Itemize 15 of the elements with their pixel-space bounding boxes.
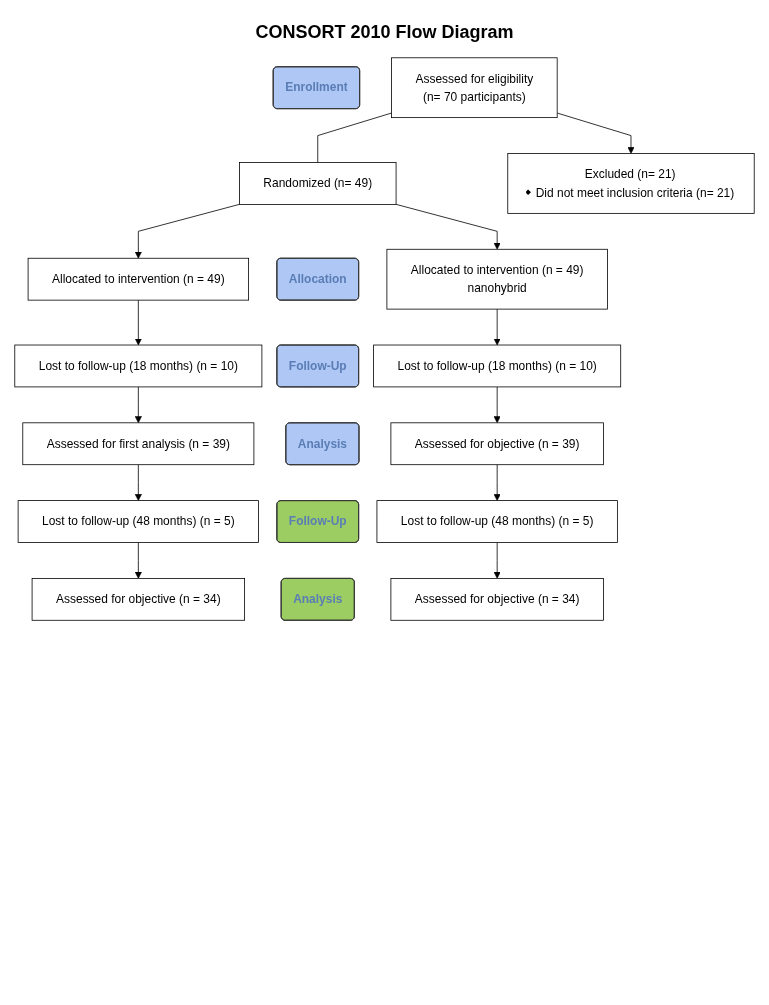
node-box: Assessed for objective (n = 34) [390,578,604,621]
node-box: Assessed for objective (n = 39) [390,422,604,466]
diagram-title: CONSORT 2010 Flow Diagram [255,22,514,43]
node-box: Excluded (n= 21) Did not meet inclusion criteria (n= 21) [507,153,755,214]
node-box: Assessed for objective (n = 34) [31,578,245,621]
node-box: Lost to follow-up (18 months) (n = 10) [14,344,263,388]
node-box: Assessed for eligibility (n= 70 participants) [391,57,558,119]
node-box: Randomized (n= 49) [239,162,397,205]
connector [317,112,392,163]
node-box: Lost to follow-up (48 months) (n = 5) [17,500,259,543]
node-box: Allocated to intervention (n = 49) nanohybrid [386,248,608,310]
node-box: Lost to follow-up (48 months) (n = 5) [376,500,618,543]
node-box: Lost to follow-up (18 months) (n = 10) [373,344,622,388]
node-box: Assessed for first analysis (n = 39) [22,422,255,466]
node-box: Allocated to intervention (n = 49) [27,257,249,301]
